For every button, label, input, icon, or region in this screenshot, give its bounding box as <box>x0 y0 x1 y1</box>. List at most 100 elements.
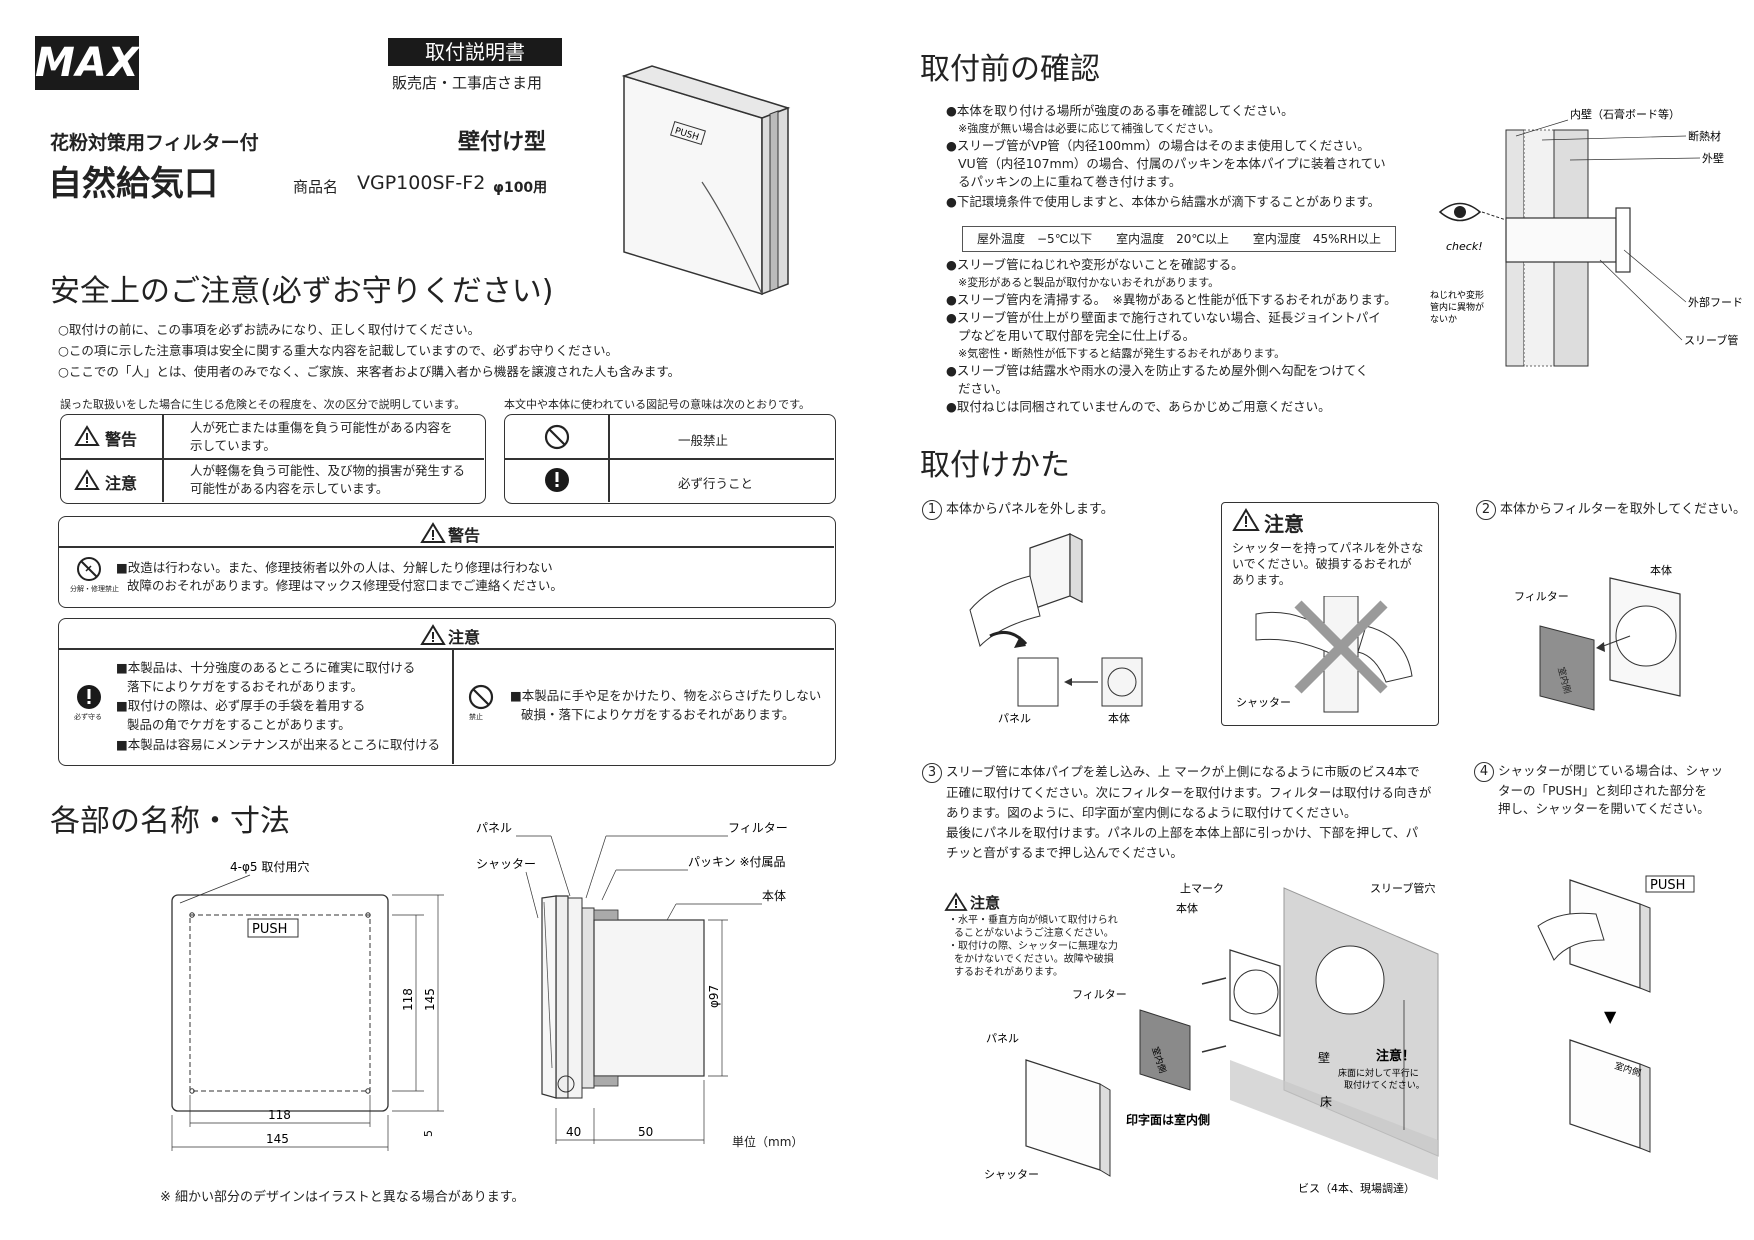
model-number: VGP100SF-F2 <box>357 172 486 194</box>
step-4-number: 4 <box>1474 762 1494 782</box>
caution-left-line-5: ■本製品は容易にメンテナンスが出来るところに取付ける <box>116 737 441 752</box>
model-size: φ100用 <box>493 180 548 196</box>
step-4-illustration: PUSH ▼ 室内側 <box>1537 875 1695 1153</box>
step-4-line-1: シャッターが閉じている場合は、シャッ <box>1498 763 1724 778</box>
sleeve-label: スリーブ管 <box>1684 333 1738 347</box>
step-3-caution-lines: ・水平・垂直方向が傾いて取付けられ ることがないようご注意ください。 ・取付けの… <box>948 915 1118 978</box>
step-2-body-label: 本体 <box>1650 563 1672 577</box>
step-3-caution-title: 注意 <box>970 894 1001 912</box>
outer-hood-label: 外部フード <box>1688 295 1743 309</box>
prohibited-icon <box>544 424 570 450</box>
max-logo: MAX <box>35 36 139 90</box>
dim-97: φ97 <box>707 985 721 1008</box>
panel-callout: パネル <box>476 821 512 835</box>
warning-desc-2: 示しています。 <box>190 438 276 453</box>
design-footnote: ※ 細かい部分のデザインはイラストと異なる場合があります。 <box>160 1190 525 1205</box>
prohibited-action-caption: 禁止 <box>469 713 483 721</box>
step-3-shutter-label: シャッター <box>984 1168 1039 1181</box>
step-4-line-2: ターの「PUSH」と刻印された部分を <box>1498 783 1708 798</box>
step-3-filter-label: フィルター <box>1072 988 1127 1001</box>
shutter-caution-line-2: いでください。破損するおそれが <box>1232 557 1412 571</box>
dim-118-vertical: 118 <box>401 988 415 1011</box>
shutter-caution-icon <box>1232 508 1260 531</box>
unit-label: 単位（mm） <box>732 1135 804 1149</box>
step-3-line-5: チッと音がするまで押し込んでください。 <box>946 845 1183 860</box>
step-2-number: 2 <box>1476 500 1496 520</box>
audience-label: 販売店・工事店さま用 <box>392 74 543 92</box>
environment-condition-box: 屋外温度 −5℃以下 室内温度 20℃以上 室内湿度 45%RH以上 <box>962 226 1396 252</box>
pre-install-heading: 取付前の確認 <box>920 52 1100 87</box>
parts-heading: 各部の名称・寸法 <box>50 804 290 839</box>
step-3-print-side: 印字面は室内側 <box>1126 1112 1210 1127</box>
step-1-number: 1 <box>922 500 942 520</box>
step-3-illustration: 上マーク 本体 フィルター パネル シャッター スリーブ管穴 壁 床 注意！ 床… <box>984 881 1439 1195</box>
dim-5: 5 <box>422 1130 435 1137</box>
pre-install-list-1: ●本体を取り付ける場所が強度のある事を確認してください。 ※強度が無い場合は必要… <box>946 103 1386 209</box>
dim-118-horizontal: 118 <box>268 1108 291 1122</box>
prohibited-action-icon <box>468 684 494 710</box>
step-1-illustration: パネル 本体 <box>969 533 1143 725</box>
no-disassembly-caption: 分解・修理禁止 <box>70 585 119 593</box>
caution-desc-1: 人が軽傷を負う可能性、及び物的損害が発生する <box>190 463 466 478</box>
product-subtitle: 花粉対策用フィルター付 <box>50 132 259 154</box>
step-1: 1 本体からパネルを外します。 <box>922 498 1114 520</box>
step-1-text: 本体からパネルを外します。 <box>946 502 1114 517</box>
caution-right-line-1: ■本製品に手や足をかけたり、物をぶらさげたりしない <box>510 688 822 703</box>
step-2-text: 本体からフィルターを取外してください。 <box>1500 502 1746 517</box>
insulation-label: 断熱材 <box>1688 129 1721 143</box>
step-3-line-4: 最後にパネルを取付けます。パネルの上部を本体上部に引っかけ、下部を押して、パ <box>946 825 1419 840</box>
install-heading: 取付けかた <box>920 448 1070 483</box>
caution-triangle-icon <box>74 469 100 490</box>
wall-sleeve-diagram: 内壁（石膏ボード等） 断熱材 外壁 外部フード スリーブ管 check! ねじれ… <box>1430 107 1743 367</box>
outer-wall-label: 外壁 <box>1702 151 1724 165</box>
symbol-note: 本文中や本体に使われている図記号の意味は次のとおりです。 <box>504 398 811 411</box>
body-callout: 本体 <box>762 889 786 903</box>
shutter-caution-illustration: シャッター <box>1236 596 1413 713</box>
step-4-arrow: ▼ <box>1604 1007 1617 1026</box>
shutter-callout: シャッター <box>476 857 536 871</box>
caution-box-triangle-icon <box>420 624 446 645</box>
front-view-drawing: 4-φ5 取付用穴 PUSH 118 145 118 145 5 <box>171 859 444 1151</box>
safety-intro-1: ○取付けの前に、この事項を必ずお読みになり、正しく取付けてください。 <box>58 322 481 337</box>
shutter-caution-line-3: あります。 <box>1232 573 1291 587</box>
pre-install-list-2: ●スリーブ管にねじれや変形がないことを確認する。 ※変形があると製品が取付かない… <box>946 257 1397 414</box>
step-3-screws-label: ビス（4本、現場調達） <box>1298 1181 1415 1195</box>
push-label: PUSH <box>252 922 287 937</box>
safety-intro-3: ○ここでの「人」とは、使用者のみでなく、ご家族、来客者および購入者から機器を譲渡… <box>58 364 681 379</box>
warning-box <box>58 516 836 608</box>
step-3-caution-icon <box>944 892 968 911</box>
shutter-caution-box <box>1221 502 1439 726</box>
caution-left-line-1: ■本製品は、十分強度のあるところに確実に取付ける <box>116 660 416 675</box>
hazard-classification-table <box>60 414 486 504</box>
mandatory-label: 必ず行うこと <box>678 476 754 491</box>
step-1-panel-label: パネル <box>998 712 1031 725</box>
dim-50: 50 <box>638 1125 653 1139</box>
step-3-panel-label: パネル <box>986 1032 1019 1045</box>
product-illustration: PUSH <box>621 65 791 296</box>
check-note-2: 管内に異物が <box>1430 301 1484 313</box>
caution-label: 注意 <box>105 474 138 493</box>
step-3-floor-label: 床 <box>1320 1095 1332 1109</box>
caution-desc-2: 可能性がある内容を示しています。 <box>190 481 389 496</box>
check-label: check! <box>1446 240 1483 253</box>
packing-callout: パッキン ※付属品 <box>688 855 786 869</box>
document-type-badge: 取付説明書 <box>388 38 562 66</box>
filter-callout: フィルター <box>728 821 788 835</box>
safety-heading: 安全上のご注意(必ずお守りください) <box>50 274 554 309</box>
step-3-number: 3 <box>922 763 942 783</box>
step-3-wall-label: 壁 <box>1318 1050 1330 1065</box>
dim-145-vertical: 145 <box>423 988 437 1011</box>
step-3-text-block: 3 スリーブ管に本体パイプを差し込み、上 マークが上側になるように市販のビス4本で… <box>922 762 1442 863</box>
product-title: 自然給気口 <box>48 164 218 204</box>
warning-box-line-2: 故障のおそれがあります。修理はマックス修理受付窓口までご連絡ください。 <box>127 578 563 593</box>
prohibited-label: 一般禁止 <box>678 433 729 448</box>
caution-left-line-2: 落下によりケガをするおそれがあります。 <box>127 679 364 694</box>
step-1-body-label: 本体 <box>1108 711 1130 725</box>
no-disassembly-icon <box>77 557 101 581</box>
warning-box-triangle-icon <box>420 522 446 543</box>
step-3-line-1: スリーブ管に本体パイプを差し込み、上 マークが上側になるように市販のビス4本で <box>946 764 1420 779</box>
caution-left-line-3: ■取付けの際は、必ず厚手の手袋を着用する <box>116 698 366 713</box>
warning-desc-1: 人が死亡または重傷を負う可能性がある内容を <box>190 420 453 435</box>
caution-right-line-2: 破損・落下によりケガをするおそれがあります。 <box>521 707 795 722</box>
